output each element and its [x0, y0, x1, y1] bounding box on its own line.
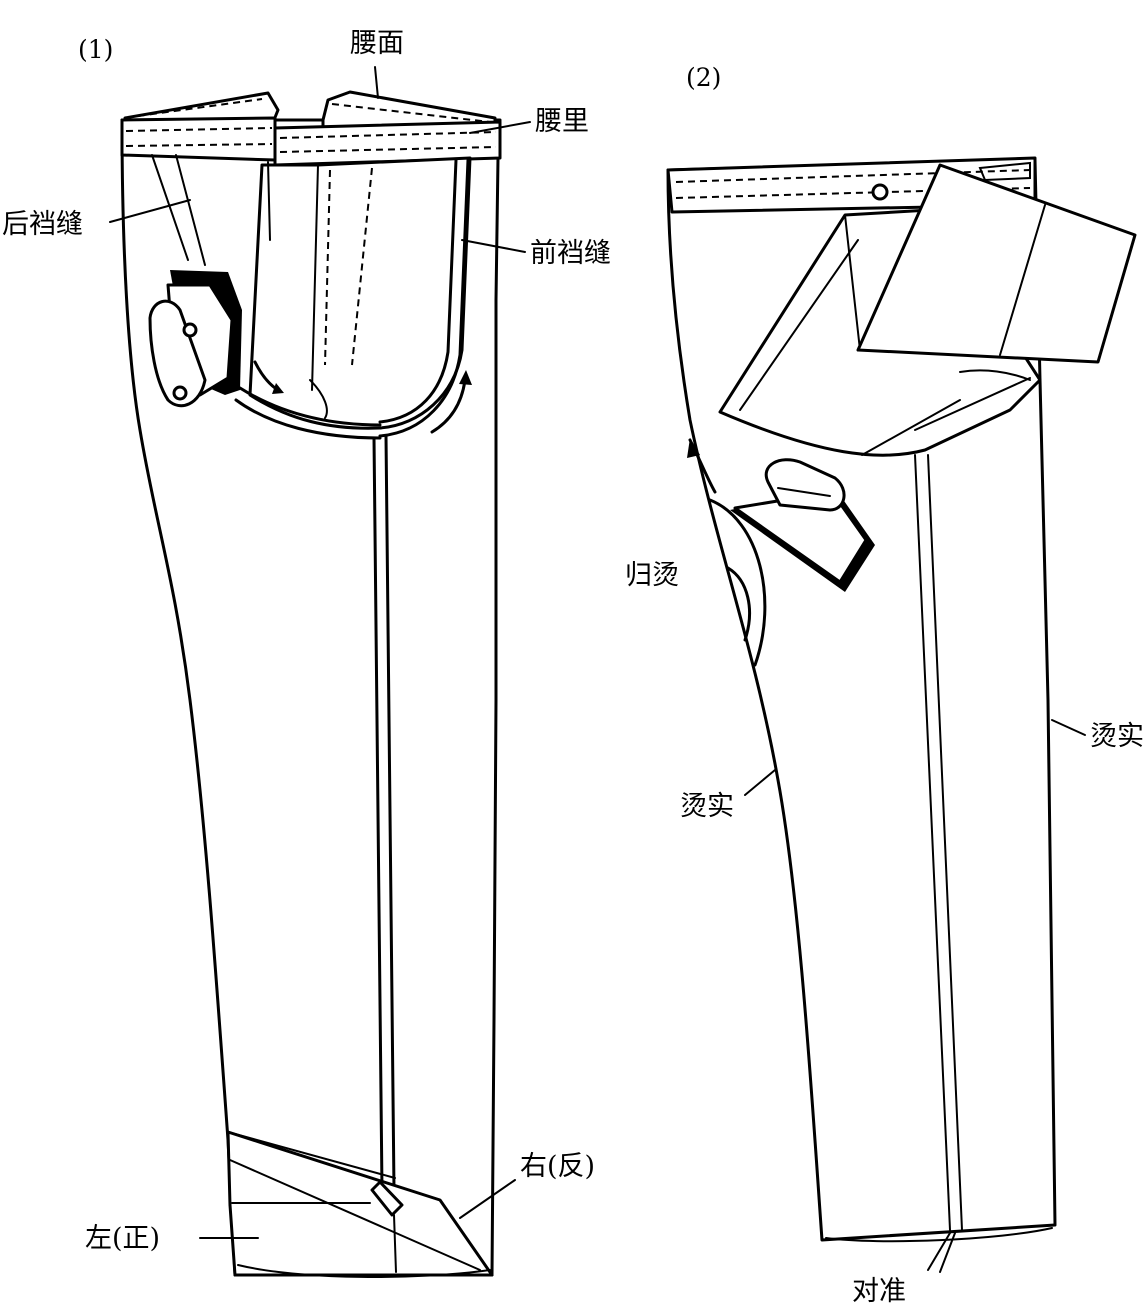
figure-2: (2)	[625, 63, 1144, 1307]
label-shrink-press: 归烫	[625, 560, 679, 591]
waistband	[120, 116, 277, 162]
label-align: 对准	[852, 1276, 906, 1307]
folded-flap	[856, 163, 1137, 364]
label-right-reverse: 右(反)	[520, 1151, 595, 1182]
label-waist-face: 腰面	[350, 28, 404, 59]
label-press-firm-left: 烫实	[680, 791, 734, 822]
label-left-front: 左(正)	[85, 1223, 160, 1254]
figure-2-number: (2)	[686, 63, 721, 92]
iron-icon	[730, 458, 875, 592]
figure-1: (1)	[2, 28, 611, 1278]
iron-icon	[148, 270, 242, 408]
figure-1-number: (1)	[78, 35, 113, 64]
label-press-firm-right: 烫实	[1090, 721, 1144, 752]
waist-lining-band	[273, 120, 502, 167]
label-waist-lining: 腰里	[535, 106, 589, 137]
label-back-crotch-seam: 后裆缝	[2, 209, 83, 240]
label-front-crotch-seam: 前裆缝	[530, 238, 611, 269]
